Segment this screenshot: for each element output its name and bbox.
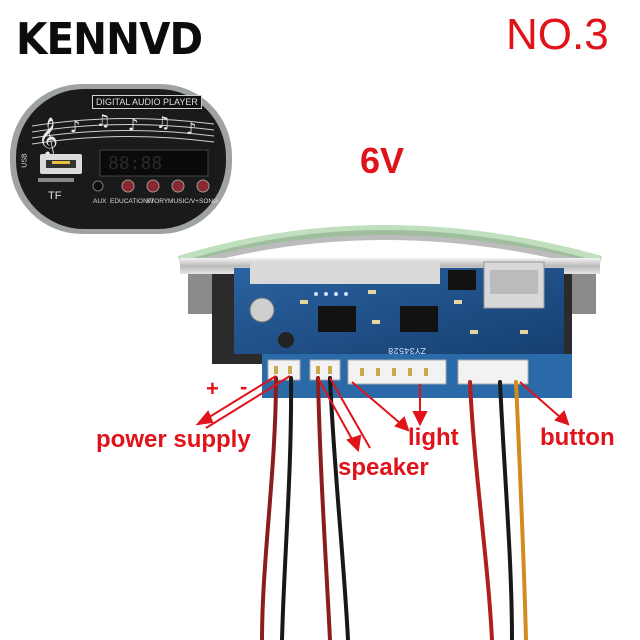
tf-slot <box>38 178 74 182</box>
speaker-connector <box>309 359 341 381</box>
wire-power-plus <box>260 376 278 640</box>
music-staff-icon <box>31 117 215 145</box>
usb-label: USB <box>21 153 29 168</box>
svg-text:♫: ♫ <box>96 111 110 130</box>
panel-title: DIGITAL AUDIO PLAYER <box>92 95 202 109</box>
led-display <box>99 149 209 177</box>
ic-chip-3 <box>448 270 476 290</box>
label-button: button <box>540 424 615 451</box>
brand-logo: KENNVD <box>16 14 203 65</box>
model-number: NO.3 <box>506 10 609 59</box>
music-notes-icon: ♪ ♫ ♪ ♫ ♪ <box>70 111 196 138</box>
polarity-plus: + <box>206 376 219 401</box>
polarity-minus: - <box>240 374 248 399</box>
svg-text:88:88: 88:88 <box>108 153 162 174</box>
button-label-music: MUSIC/V+ <box>168 198 199 205</box>
button-connector <box>457 359 529 385</box>
inductor <box>278 332 294 348</box>
button-label-education: EDUCATION/V- <box>110 198 156 205</box>
treble-clef-icon: 𝄞 <box>38 117 58 158</box>
tf-label: TF <box>48 190 62 202</box>
aux-jack <box>92 180 104 192</box>
wires <box>260 376 528 640</box>
arrow-speaker-2 <box>329 377 371 449</box>
arrow-power-1 <box>197 375 277 425</box>
label-speaker: speaker <box>338 454 429 481</box>
wire-power-minus <box>280 376 294 640</box>
capacitor <box>249 297 275 323</box>
wire-speaker-2 <box>328 376 350 640</box>
svg-text:♪: ♪ <box>128 115 138 134</box>
light-connector <box>347 359 447 385</box>
label-power-supply: power supply <box>96 426 251 453</box>
mount-tab-right <box>570 274 596 314</box>
arrow-power-2 <box>205 375 291 429</box>
button-label-aux: AUX <box>93 198 107 205</box>
button-label-song: SONG <box>199 198 219 205</box>
label-light: light <box>408 424 459 451</box>
wire-button-2 <box>498 380 514 640</box>
voltage-label: 6V <box>360 140 405 181</box>
panel-button-1 <box>121 179 135 193</box>
panel-button-4 <box>196 179 210 193</box>
panel-button-3 <box>171 179 185 193</box>
annotation-arrows <box>195 375 570 453</box>
ic-chip-1 <box>318 306 356 332</box>
wire-button-3 <box>514 380 528 640</box>
wire-speaker-1 <box>316 376 332 640</box>
display-connector <box>250 262 440 284</box>
button-label-story: STORY <box>146 198 169 205</box>
audio-module <box>178 225 602 398</box>
wire-button-1 <box>468 380 494 640</box>
panel-button-2 <box>146 179 160 193</box>
svg-text:♪: ♪ <box>70 117 80 136</box>
front-panel: 𝄞 ♪ ♫ ♪ ♫ ♪ 88:88 <box>10 84 232 234</box>
svg-text:♫: ♫ <box>156 113 170 132</box>
svg-text:♪: ♪ <box>186 119 196 138</box>
pcb-code: ZY34528 <box>388 345 426 355</box>
ic-chip-2 <box>400 306 438 332</box>
